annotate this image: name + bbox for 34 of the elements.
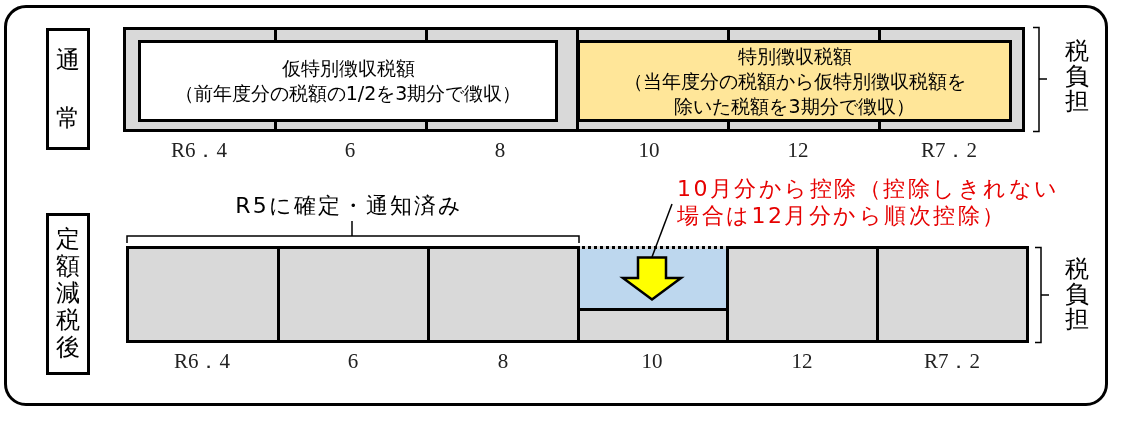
month-label: R6．4 — [174, 348, 230, 374]
label-box: 定額減税後 — [46, 213, 90, 375]
down-arrow-icon — [621, 256, 683, 301]
box-heading: 特別徴収税額 — [737, 43, 852, 69]
month-label: 8 — [494, 137, 506, 163]
timeline-bar — [123, 27, 1025, 132]
side-label: 税負担 — [1064, 257, 1090, 332]
side-label: 税負担 — [1064, 39, 1090, 114]
box-description: （前年度分の税額の1/2を3期分で徴収） — [174, 81, 522, 106]
info-box — [138, 40, 558, 122]
month-label: 10 — [638, 137, 660, 163]
month-label: R7．2 — [921, 137, 977, 163]
label-box: 通常 — [46, 28, 90, 150]
month-label: 6 — [344, 137, 356, 163]
info-box — [577, 40, 1012, 122]
bracket-label: R5に確定・通知済み — [235, 193, 463, 219]
box-heading: 仮特別徴収税額 — [281, 56, 415, 81]
month-label: 10 — [641, 348, 663, 374]
box-description: （当年度分の税額から仮特別徴収税額を除いた税額を3期分で徴収） — [623, 68, 966, 119]
month-label: 12 — [791, 348, 813, 374]
timeline-cell — [876, 246, 1029, 343]
callout-text: 10月分から控除（控除しきれない場合は12月分から順次控除） — [677, 175, 1069, 233]
timeline-cell — [126, 246, 280, 343]
timeline-cell — [577, 246, 729, 343]
month-label: 12 — [787, 137, 809, 163]
leader-line — [651, 203, 673, 258]
timeline-cell — [427, 246, 580, 343]
month-label: 6 — [347, 348, 359, 374]
month-label: R7．2 — [924, 348, 980, 374]
month-label: 8 — [497, 348, 509, 374]
timeline-cell — [277, 246, 430, 343]
shaded-area — [580, 249, 728, 311]
month-label: R6．4 — [171, 137, 227, 163]
timeline-cell — [726, 246, 879, 343]
